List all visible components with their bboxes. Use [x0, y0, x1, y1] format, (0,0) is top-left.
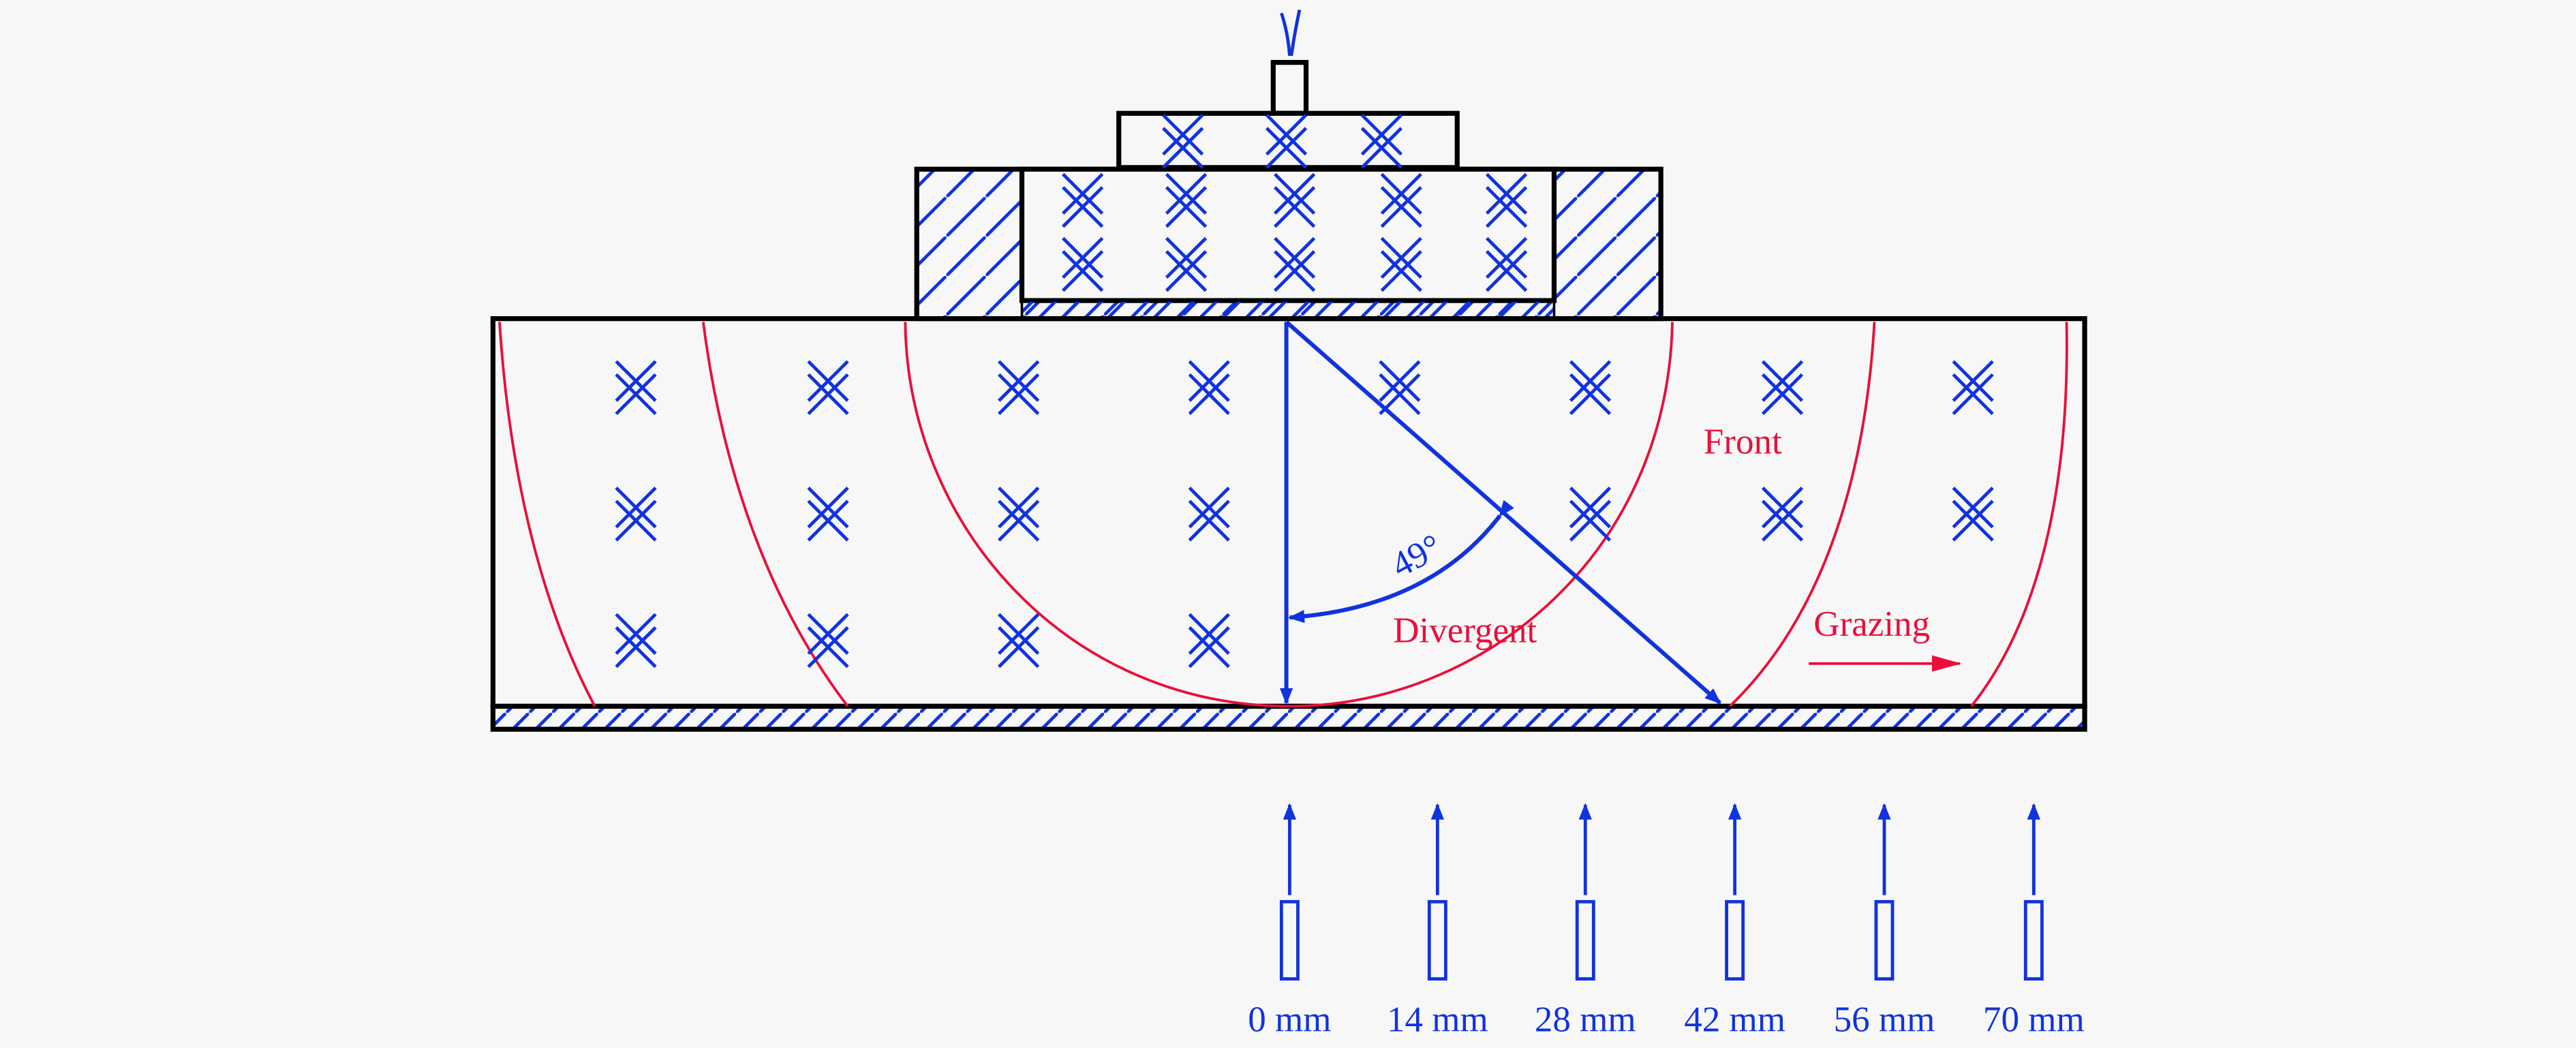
- explosive-symbol: [1274, 172, 1316, 228]
- front-arc: [701, 322, 849, 707]
- sensor-probe: 0 mm: [1248, 803, 1332, 1040]
- explosive-symbol: [1380, 236, 1422, 292]
- explosive-symbol: [1265, 114, 1308, 169]
- grazing-label: Grazing: [1813, 604, 1930, 644]
- detonator-wires: [1280, 9, 1302, 57]
- explosive-symbol: [998, 613, 1040, 668]
- explosive-symbol: [1380, 172, 1422, 228]
- explosive-symbol: [615, 487, 657, 542]
- probe-body: [2023, 899, 2044, 981]
- front-arc: [904, 322, 1674, 708]
- probe-label: 28 mm: [1535, 1000, 1636, 1040]
- explosive-symbol: [1569, 360, 1612, 416]
- sensor-probe: 70 mm: [1983, 803, 2085, 1040]
- explosive-symbol: [1062, 172, 1104, 228]
- explosive-symbol: [1165, 172, 1208, 228]
- explosive-symbol: [807, 360, 849, 416]
- probe-body: [1725, 899, 1745, 981]
- explosive-symbol: [615, 360, 657, 416]
- front-arc: [498, 322, 596, 707]
- probe-label: 14 mm: [1387, 1000, 1488, 1040]
- probe-label: 0 mm: [1248, 1000, 1331, 1040]
- explosive-symbol: [1485, 172, 1528, 228]
- probe-label: 56 mm: [1834, 1000, 1935, 1040]
- probe-body: [1279, 899, 1300, 981]
- probe-label: 42 mm: [1684, 1000, 1785, 1040]
- explosive-symbol: [1188, 613, 1230, 668]
- geometry-lines: [1279, 320, 1721, 705]
- detonation-front-arcs: [498, 322, 2068, 708]
- explosive-symbol: [1162, 114, 1204, 169]
- explosive-symbol: [1485, 236, 1528, 292]
- sensor-probe: 56 mm: [1834, 803, 1935, 1040]
- explosive-symbol: [807, 613, 849, 668]
- explosive-symbol: [1188, 360, 1230, 416]
- explosive-slab: [490, 315, 2087, 709]
- explosive-symbol: [807, 487, 849, 542]
- explosive-symbol: [1952, 360, 1994, 416]
- interface-layer: [1020, 299, 1556, 320]
- witness-plate: [490, 703, 2087, 732]
- explosive-symbol: [1062, 236, 1104, 292]
- angle-arc: [1288, 499, 1514, 623]
- explosive-symbol: [1165, 236, 1208, 292]
- front-label: Front: [1704, 422, 1782, 461]
- explosive-symbol: [1952, 487, 1994, 542]
- sensor-probe: 42 mm: [1684, 803, 1785, 1040]
- sensor-probes: 0 mm 14 mm 28 mm 42 mm 56 mm 70 mm: [1248, 803, 2085, 1040]
- explosive-symbol: [1188, 487, 1230, 542]
- explosive-symbol: [1274, 236, 1316, 292]
- explosive-symbol: [1360, 114, 1403, 169]
- explosive-symbol: [1761, 360, 1804, 416]
- explosive-symbol: [1379, 360, 1421, 416]
- explosive-symbol: [615, 613, 657, 668]
- explosive-symbol: [998, 487, 1040, 542]
- probe-body: [1575, 899, 1595, 981]
- explosive-symbols: [615, 114, 1994, 668]
- detonator: [1270, 59, 1309, 116]
- explosive-symbol: [1569, 487, 1612, 542]
- front-arc: [1970, 322, 2068, 707]
- front-arc: [1729, 322, 1876, 707]
- divergent-label: Divergent: [1393, 611, 1537, 650]
- probe-body: [1427, 899, 1447, 981]
- sensor-probe: 28 mm: [1535, 803, 1636, 1040]
- sensor-probe: 14 mm: [1387, 803, 1488, 1040]
- probe-body: [1874, 899, 1895, 981]
- probe-label: 70 mm: [1983, 1000, 2085, 1040]
- explosive-symbol: [1761, 487, 1804, 542]
- angle-label: 49°: [1385, 527, 1448, 585]
- explosive-symbol: [998, 360, 1040, 416]
